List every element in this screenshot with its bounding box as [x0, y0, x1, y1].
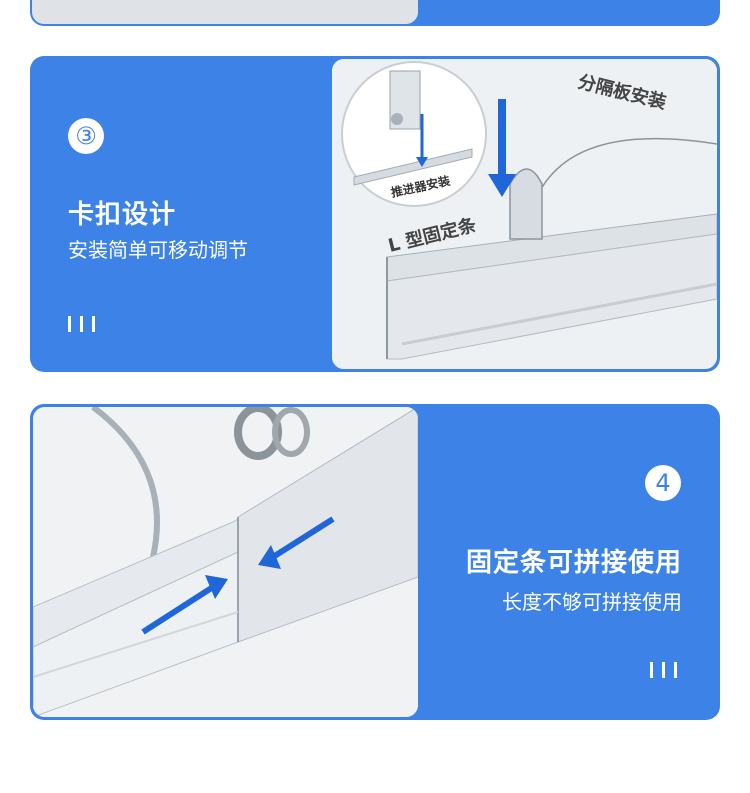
strip-splicing-photo: [33, 407, 418, 717]
section-number-badge: 4: [645, 465, 681, 501]
strip-splicing-illustration: [33, 407, 418, 717]
section-4-card: 4 固定条可拼接使用 长度不够可拼接使用: [30, 404, 720, 720]
section-title: 固定条可拼接使用: [465, 548, 682, 578]
clip-installation-photo: 分隔板安装 推进器安装 L 型固定条: [332, 59, 717, 369]
section-subtitle: 安装简单可移动调节: [68, 238, 248, 262]
clip-installation-illustration: 分隔板安装 推进器安装 L 型固定条: [332, 59, 717, 369]
decor-bars: [650, 662, 677, 678]
section-3-card: ③ 卡扣设计 安装简单可移动调节 分隔板安装 推进器安装: [30, 56, 720, 372]
decor-bars: [68, 316, 95, 332]
section-subtitle: 长度不够可拼接使用: [502, 590, 682, 614]
previous-section-photo: [32, 0, 418, 24]
section-number-badge: ③: [68, 118, 104, 154]
section-title: 卡扣设计: [68, 200, 177, 230]
previous-section-card: [30, 0, 720, 26]
